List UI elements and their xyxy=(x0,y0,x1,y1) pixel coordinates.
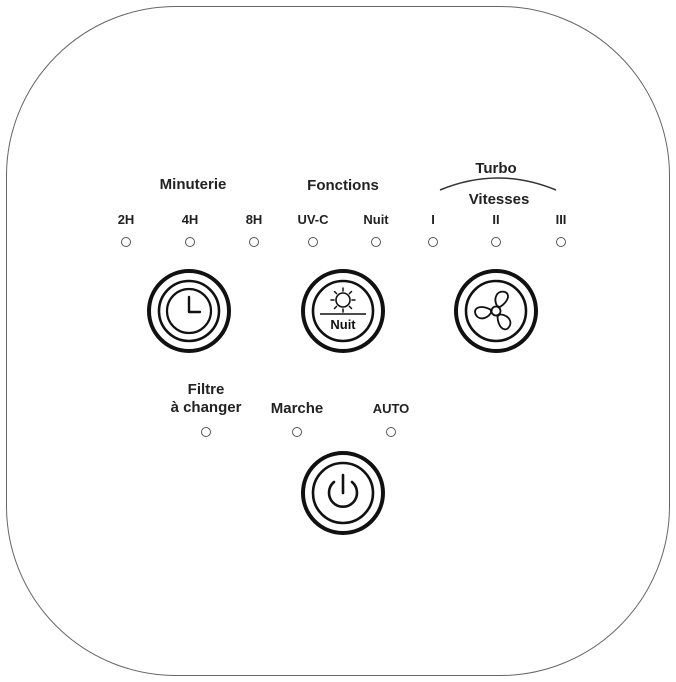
led-filter xyxy=(201,427,211,437)
function-button[interactable]: Nuit xyxy=(300,268,386,354)
led-auto xyxy=(386,427,396,437)
clock-icon xyxy=(147,269,231,353)
indicator-label-8h: 8H xyxy=(245,212,263,227)
indicator-label-uvc: UV-C xyxy=(297,212,329,227)
power-icon xyxy=(301,451,385,535)
indicator-label-speed-1: I xyxy=(431,212,435,227)
power-button[interactable] xyxy=(300,450,386,536)
led-4h xyxy=(185,237,195,247)
filter-label-line1: Filtre xyxy=(187,381,225,398)
fonctions-label: Fonctions xyxy=(307,177,379,194)
led-speed-3 xyxy=(556,237,566,247)
led-nuit xyxy=(371,237,381,247)
led-marche xyxy=(292,427,302,437)
indicator-label-speed-3: III xyxy=(555,212,567,227)
led-speed-1 xyxy=(428,237,438,247)
timer-button[interactable] xyxy=(146,268,232,354)
led-speed-2 xyxy=(491,237,501,247)
turbo-label: Turbo xyxy=(475,160,517,177)
indicator-label-2h: 2H xyxy=(117,212,135,227)
filter-label-line2: à changer xyxy=(170,399,242,416)
auto-label: AUTO xyxy=(372,401,410,416)
vitesses-label: Vitesses xyxy=(468,191,530,208)
fan-icon xyxy=(454,269,538,353)
sun-icon xyxy=(301,269,385,353)
function-button-label: Nuit xyxy=(330,317,356,332)
indicator-label-4h: 4H xyxy=(181,212,199,227)
marche-label: Marche xyxy=(270,400,324,417)
indicator-label-speed-2: II xyxy=(492,212,500,227)
speed-button[interactable] xyxy=(453,268,539,354)
minuterie-label: Minuterie xyxy=(159,176,227,193)
led-2h xyxy=(121,237,131,247)
led-8h xyxy=(249,237,259,247)
indicator-label-nuit: Nuit xyxy=(363,212,389,227)
led-uvc xyxy=(308,237,318,247)
